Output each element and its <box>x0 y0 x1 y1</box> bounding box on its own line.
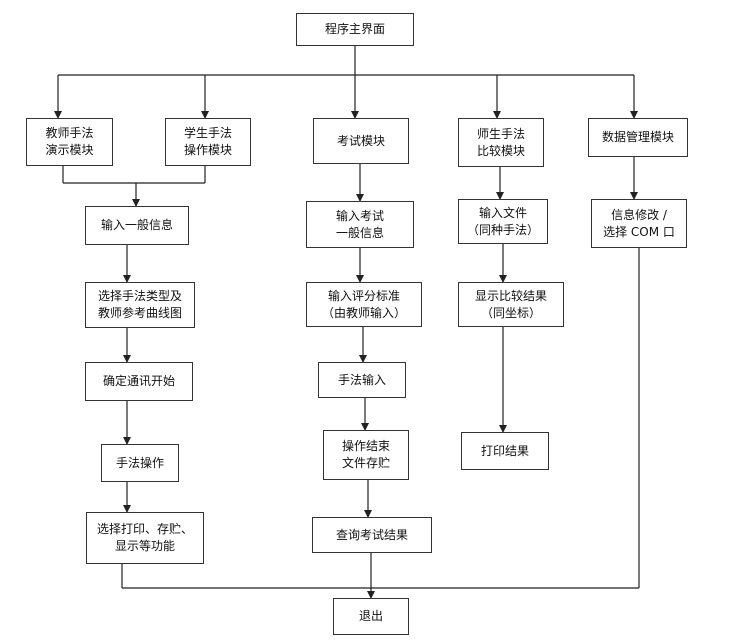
box-main-interface: 程序主界面 <box>296 13 414 46</box>
box-technique-operation: 手法操作 <box>101 444 179 482</box>
box-input-general-info: 输入一般信息 <box>85 206 189 245</box>
box-input-file: 输入文件 （同种手法） <box>458 199 548 244</box>
box-select-technique-type: 选择手法类型及 教师参考曲线图 <box>85 282 195 328</box>
box-print-results: 打印结果 <box>461 432 549 470</box>
box-info-modify-com: 信息修改 / 选择 COM 口 <box>591 199 687 248</box>
box-data-mgmt-module: 数据管理模块 <box>588 118 688 157</box>
box-query-exam-results: 查询考试结果 <box>312 517 432 553</box>
box-student-op-module: 学生手法 操作模块 <box>165 118 251 166</box>
box-exam-input-general: 输入考试 一般信息 <box>306 201 414 248</box>
box-select-print-save: 选择打印、存贮、 显示等功能 <box>86 512 204 564</box>
box-end-save-file: 操作结束 文件存贮 <box>323 430 409 480</box>
box-technique-input: 手法输入 <box>318 362 406 398</box>
box-show-compare-results: 显示比较结果 （同坐标） <box>458 282 564 327</box>
box-input-criteria: 输入评分标准 （由教师输入） <box>306 282 422 327</box>
box-confirm-communication: 确定通讯开始 <box>85 362 193 401</box>
box-exit: 退出 <box>333 598 409 635</box>
box-teacher-demo-module: 教师手法 演示模块 <box>26 118 113 166</box>
box-compare-module: 师生手法 比较模块 <box>458 118 544 167</box>
box-exam-module: 考试模块 <box>313 118 409 164</box>
